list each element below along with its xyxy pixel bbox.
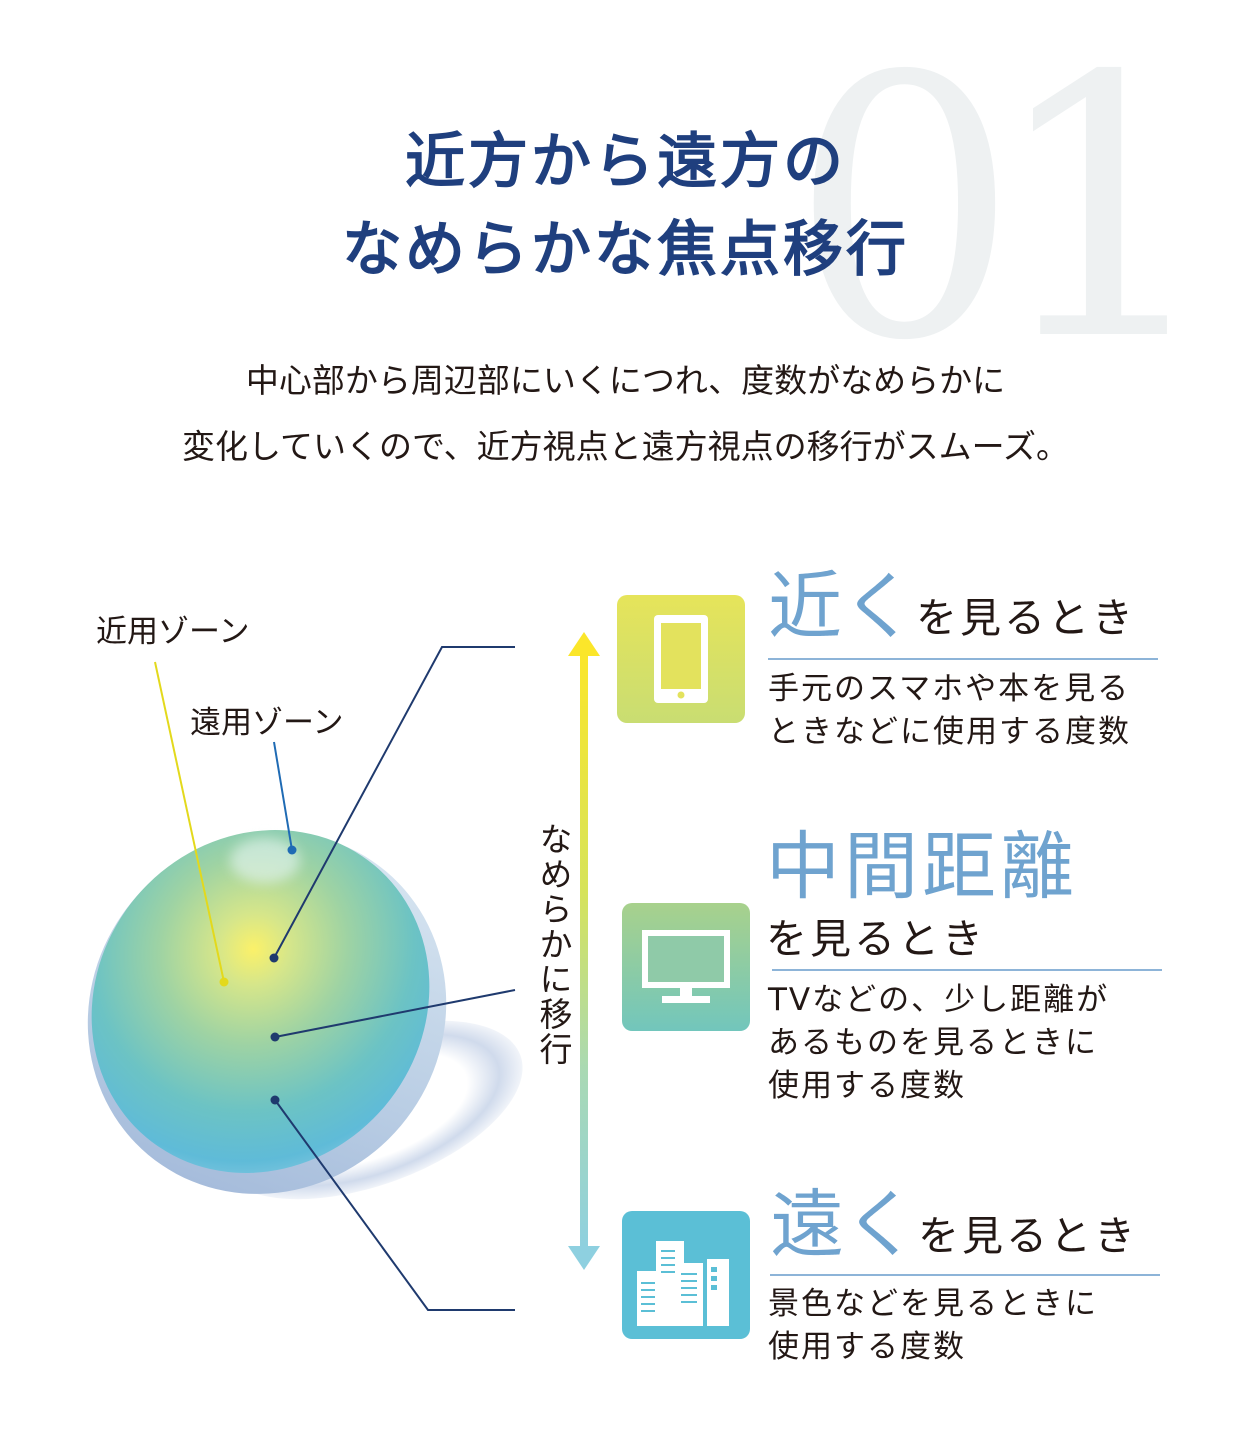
intermediate-description: TVなどの、少し距離が あるものを見るときに 使用する度数: [768, 979, 1109, 1108]
near-desc-line-1: 手元のスマホや本を見る: [768, 671, 1131, 707]
far-heading: 遠くを見るとき: [770, 1188, 1138, 1262]
near-desc-line-2: ときなどに使用する度数: [768, 714, 1131, 750]
intermediate-divider: [772, 969, 1162, 971]
far-description: 景色などを見るときに 使用する度数: [768, 1283, 1098, 1369]
far-heading-suffix: を見るとき: [918, 1212, 1138, 1260]
near-heading: 近くを見るとき: [768, 570, 1136, 644]
lead-line-1: 中心部から周辺部にいくにつれ、度数がなめらかに: [245, 361, 1006, 400]
intermediate-heading-big: 中間距離: [766, 824, 1078, 910]
far-heading-big: 遠く: [770, 1182, 918, 1268]
near-heading-big: 近く: [768, 564, 916, 650]
far-zone-label: 遠用ゾーン: [190, 705, 344, 741]
near-icon-box: [617, 595, 745, 723]
title-line-2: なめらかな焦点移行: [342, 215, 909, 285]
far-icon-box: [622, 1211, 750, 1339]
intermediate-desc-line-1: TVなどの、少し距離が: [768, 982, 1110, 1018]
intermediate-desc-line-3: 使用する度数: [768, 1068, 966, 1104]
transition-arrow: [580, 652, 588, 1252]
near-zone-label: 近用ゾーン: [96, 614, 250, 650]
transition-label: なめらかに移行: [534, 822, 573, 1067]
intermediate-icon-box: [622, 903, 750, 1031]
near-divider: [768, 658, 1158, 660]
near-description: 手元のスマホや本を見る ときなどに使用する度数: [768, 668, 1131, 754]
contact-lens-illustration: [14, 758, 550, 1268]
lead-line-2: 変化していくので、近方視点と遠方視点の移行がスムーズ。: [181, 427, 1070, 466]
arrow-down-icon: [568, 1246, 600, 1270]
far-divider: [770, 1274, 1160, 1276]
far-desc-line-2: 使用する度数: [768, 1329, 966, 1365]
far-desc-line-1: 景色などを見るときに: [768, 1286, 1098, 1322]
lens-highlight: [230, 838, 300, 883]
title-line-1: 近方から遠方の: [405, 127, 846, 197]
intermediate-heading-suffix: を見るとき: [766, 915, 986, 963]
page-title: 近方から遠方の なめらかな焦点移行: [0, 118, 1251, 294]
background-number: 01: [790, 0, 1218, 419]
smartphone-icon: [654, 615, 708, 703]
near-heading-suffix: を見るとき: [916, 594, 1136, 642]
lead-text: 中心部から周辺部にいくにつれ、度数がなめらかに 変化していくので、近方視点と遠方…: [0, 348, 1251, 480]
tv-monitor-icon: [642, 930, 730, 1003]
buildings-icon: [637, 1241, 729, 1326]
intermediate-desc-line-2: あるものを見るときに: [768, 1025, 1098, 1061]
